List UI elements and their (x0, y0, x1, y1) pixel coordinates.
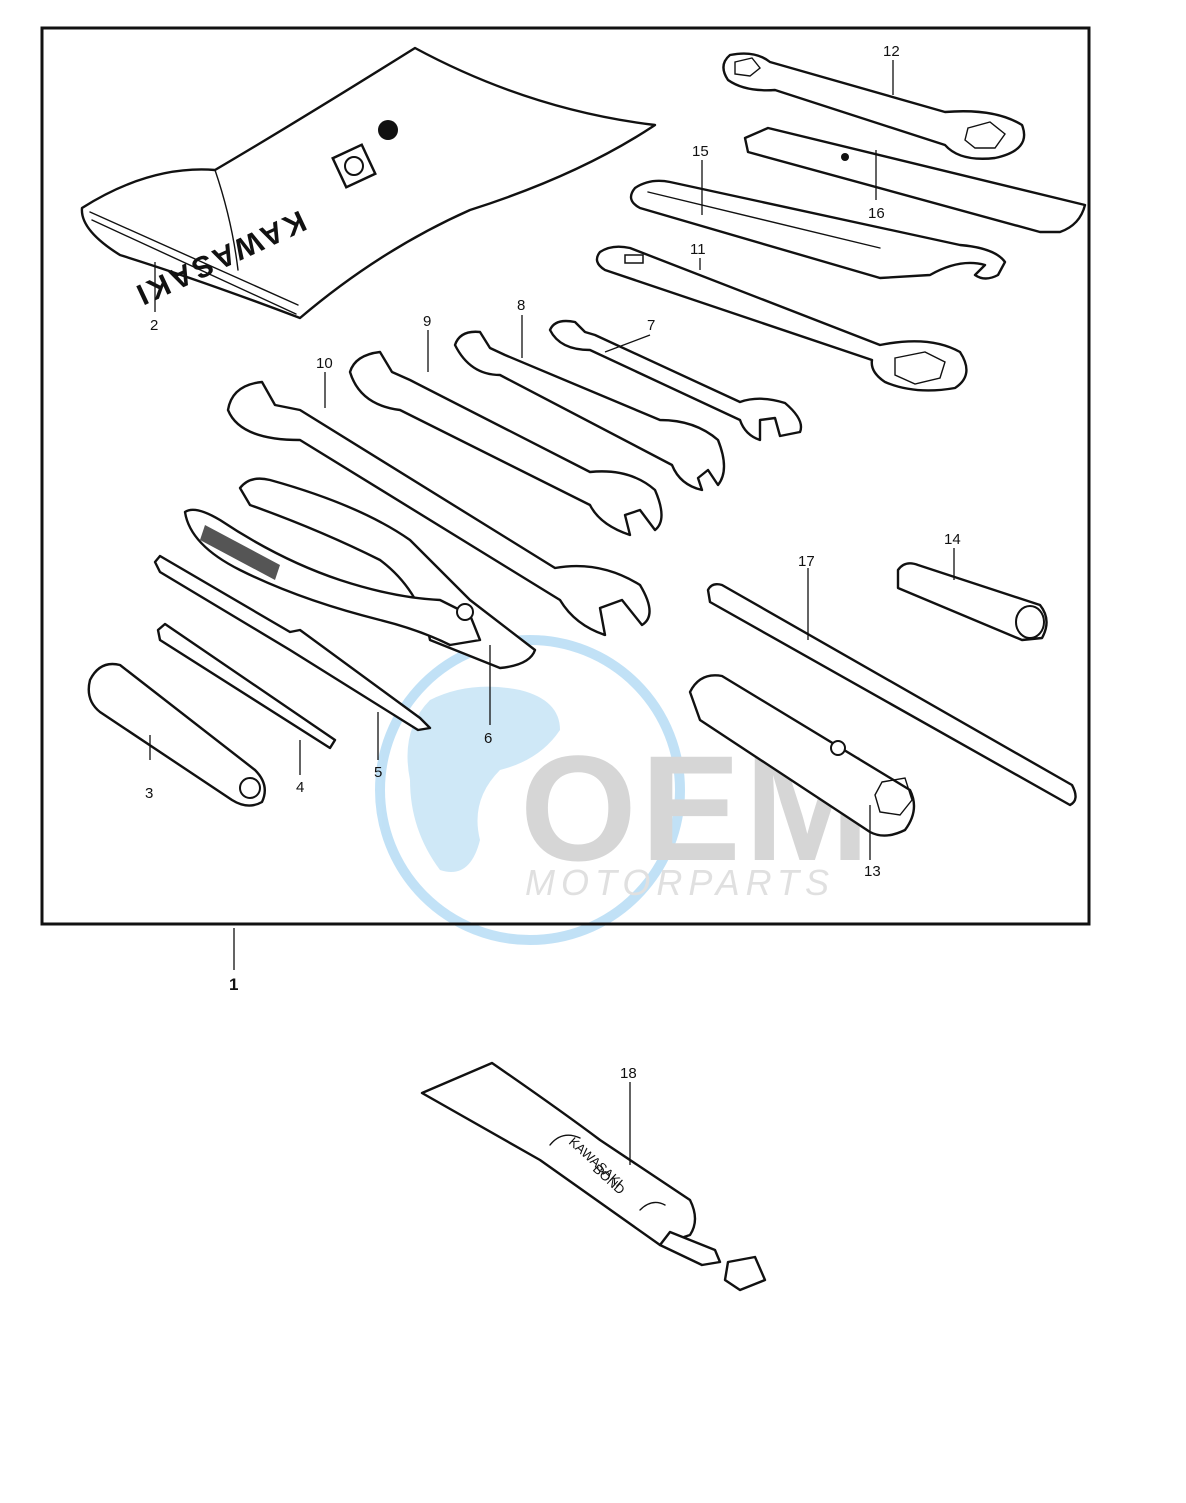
part-10-open-end-wrench (226, 380, 651, 637)
callout-3[interactable]: 3 (145, 785, 153, 802)
part-14-socket (896, 562, 1048, 642)
callout-9[interactable]: 9 (423, 313, 431, 330)
watermark-continents (407, 686, 560, 872)
part-5-screwdriver-shaft (153, 554, 432, 732)
callout-18[interactable]: 18 (620, 1065, 637, 1082)
callout-10[interactable]: 10 (316, 355, 333, 372)
tool-bag: KAWASAKI (80, 46, 657, 320)
part-6-pliers (183, 477, 537, 670)
callout-7[interactable]: 7 (647, 317, 655, 334)
callout-1[interactable]: 1 (229, 975, 238, 994)
part-4-screwdriver-bit (156, 622, 337, 750)
callout-13[interactable]: 13 (864, 863, 881, 880)
part-15-hook-wrench (629, 179, 1007, 280)
callout-12[interactable]: 12 (883, 43, 900, 60)
part-9-open-end-wrench (348, 350, 663, 537)
part-17-tommy-bar (706, 582, 1077, 807)
kit-frame (40, 26, 1091, 926)
part-13-box-spanner (688, 674, 916, 837)
callout-16[interactable]: 16 (868, 205, 885, 222)
watermark-globe-icon (375, 635, 685, 945)
part-11-box-wrench (595, 245, 968, 392)
watermark-tagline: MOTORPARTS (525, 862, 835, 903)
bag-snap-icon (378, 120, 398, 140)
callouts: 1 2 3 4 5 6 7 8 9 10 11 12 13 14 15 16 1… (145, 43, 961, 1082)
callout-4[interactable]: 4 (296, 779, 304, 796)
callout-15[interactable]: 15 (692, 143, 709, 160)
callout-6[interactable]: 6 (484, 730, 492, 747)
kawasaki-emblem-icon (331, 143, 377, 189)
callout-11[interactable]: 11 (690, 241, 706, 258)
callout-2[interactable]: 2 (150, 317, 158, 334)
part-3-screwdriver-handle (87, 662, 266, 807)
part-16-flat-bar (743, 126, 1087, 234)
callout-5[interactable]: 5 (374, 764, 382, 781)
callout-8[interactable]: 8 (517, 297, 525, 314)
part-12-ring-wrench (722, 52, 1026, 160)
callout-17[interactable]: 17 (798, 553, 815, 570)
part-18-bond-tube: KAWASAKI BOND (420, 1061, 767, 1292)
part-8-open-end-wrench (453, 330, 726, 492)
callout-14[interactable]: 14 (944, 531, 961, 548)
watermark: OEM MOTORPARTS (375, 635, 870, 945)
leader-lines (149, 60, 955, 1165)
part-7-open-end-wrench (548, 319, 803, 442)
